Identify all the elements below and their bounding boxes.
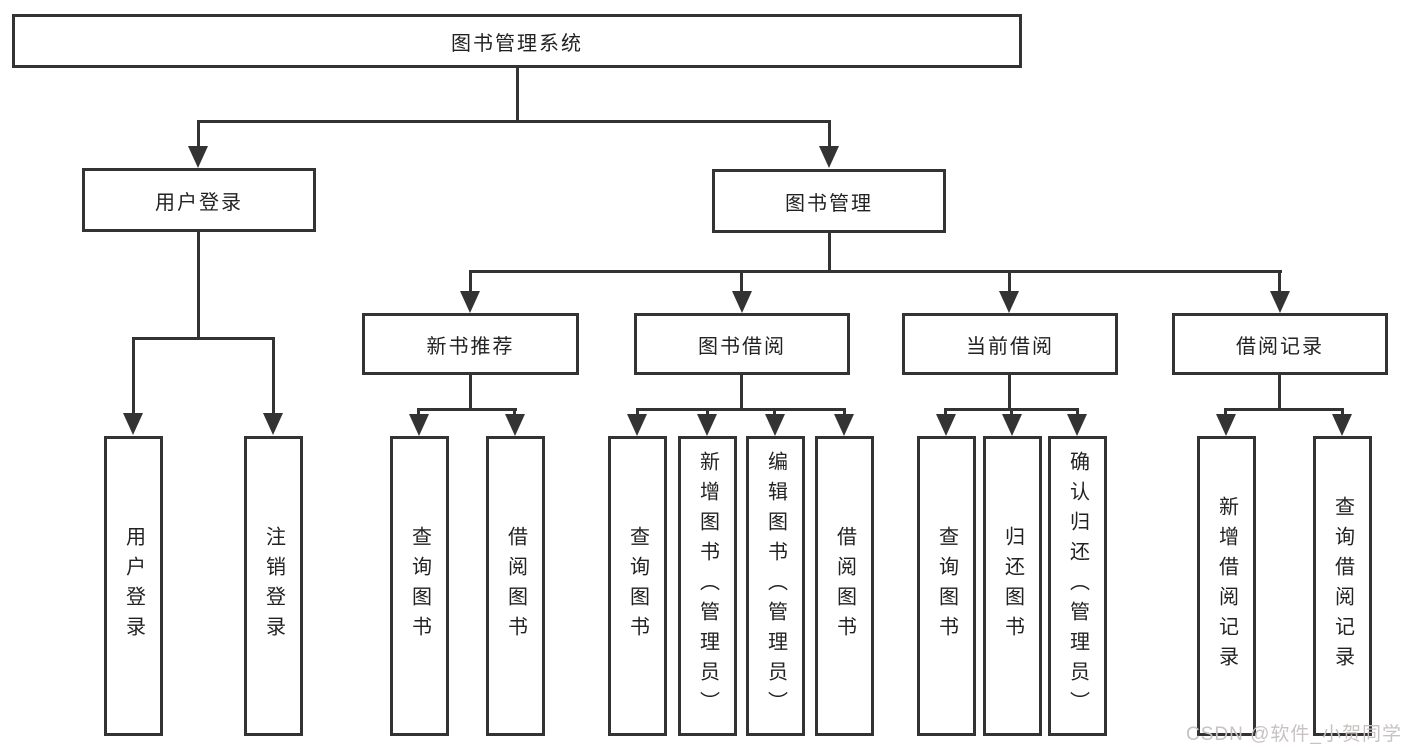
connector-current-borrow-stem [1008,375,1011,408]
leaf-add-book-admin: 新增图书（管理员） [678,436,737,736]
arrowhead-down-icon [697,414,717,436]
node-label: 新书推荐 [426,335,515,358]
arrowhead-down-icon [1216,414,1236,436]
node-label: 借阅记录 [1236,335,1324,358]
node-user-login: 用户登录 [82,168,316,232]
connector-drop-current-borrow [1008,270,1011,291]
leaf-borrow-books-borrow: 借阅图书 [815,436,874,736]
connector-drop-leaf [417,408,420,418]
node-label: 当前借阅 [966,335,1054,358]
arrowhead-down-icon [819,146,839,168]
connector-drop-leaf [1076,408,1079,418]
connector-book-borrow-stem [740,375,743,408]
arrowhead-down-icon [765,414,785,436]
leaf-label: 查询借阅记录 [1331,496,1354,676]
connector-new-book-recommend-stem [469,375,472,408]
leaf-query-borrow-record: 查询借阅记录 [1313,436,1372,736]
arrowhead-down-icon [834,414,854,436]
node-label: 图书借阅 [698,335,786,358]
node-label: 图书管理 [785,192,873,215]
node-label: 用户登录 [155,191,243,214]
connector-drop-new-book-recommend [469,270,472,291]
arrowhead-down-icon [263,413,283,435]
connector-drop-book-management [828,120,831,148]
leaf-label: 新增图书（管理员） [696,451,719,721]
arrowhead-down-icon [123,413,143,435]
arrowhead-down-icon [732,291,752,313]
leaf-label: 查询图书 [626,526,649,646]
connector-borrow-records-stem [1278,375,1281,408]
leaf-query-books-recommend: 查询图书 [390,436,449,736]
node-borrow-records: 借阅记录 [1172,313,1388,375]
connector-drop-leaf [1341,408,1344,418]
node-system-root: 图书管理系统 [12,14,1022,68]
leaf-return-book: 归还图书 [983,436,1042,736]
leaf-label: 确认归还（管理员） [1066,451,1089,721]
arrowhead-down-icon [1270,291,1290,313]
leaf-label: 查询图书 [408,526,431,646]
connector-drop-leaf-user-login [132,337,135,413]
connector-drop-leaf [773,408,776,418]
leaf-edit-book-admin: 编辑图书（管理员） [746,436,805,736]
leaf-query-books-borrow: 查询图书 [608,436,667,736]
arrowhead-down-icon [999,291,1019,313]
connector-borrow-records-bar [1224,408,1344,411]
node-book-management: 图书管理 [712,169,946,233]
arrowhead-down-icon [1067,414,1087,436]
node-current-borrow: 当前借阅 [902,313,1118,375]
leaf-borrow-books-recommend: 借阅图书 [486,436,545,736]
leaf-label: 新增借阅记录 [1215,496,1238,676]
arrowhead-down-icon [460,291,480,313]
leaf-logout: 注销登录 [244,436,303,736]
leaf-label: 借阅图书 [833,526,856,646]
leaf-add-borrow-record: 新增借阅记录 [1197,436,1256,736]
connector-drop-leaf [513,408,516,418]
leaf-confirm-return-admin: 确认归还（管理员） [1048,436,1107,736]
node-label: 图书管理系统 [451,32,583,55]
connector-drop-leaf [636,408,639,418]
leaf-label: 注销登录 [262,526,285,646]
node-book-borrow: 图书借阅 [634,313,850,375]
leaf-label: 用户登录 [122,526,145,646]
leaf-label: 编辑图书（管理员） [764,451,787,721]
connector-drop-book-borrow [740,270,743,291]
leaf-label: 查询图书 [935,526,958,646]
connector-user-login-stem [197,232,200,337]
leaf-label: 借阅图书 [504,526,527,646]
leaf-query-books-current: 查询图书 [917,436,976,736]
connector-level2-bar [197,120,831,123]
connector-drop-leaf [944,408,947,418]
leaf-label: 归还图书 [1001,526,1024,646]
connector-drop-user-login [197,120,200,148]
connector-drop-leaf [706,408,709,418]
node-new-book-recommend: 新书推荐 [362,313,579,375]
connector-drop-leaf [1010,408,1013,418]
arrowhead-down-icon [188,146,208,168]
arrowhead-down-icon [1332,414,1352,436]
connector-book-borrow-bar [636,408,846,411]
arrowhead-down-icon [505,414,525,436]
connector-drop-leaf [843,408,846,418]
csdn-watermark: CSDN @软件_小贺同学 [1186,724,1402,745]
arrowhead-down-icon [936,414,956,436]
leaf-user-login: 用户登录 [104,436,163,736]
arrowhead-down-icon [627,414,647,436]
connector-drop-leaf [1224,408,1227,418]
connector-user-login-bar [132,337,275,340]
connector-drop-borrow-records [1278,270,1281,291]
connector-book-management-stem [828,233,831,270]
connector-new-book-recommend-bar [417,408,517,411]
connector-drop-leaf-logout [272,337,275,413]
arrowhead-down-icon [1002,414,1022,436]
arrowhead-down-icon [409,414,429,436]
connector-level3-bar [469,270,1282,273]
connector-root-stem [516,68,519,120]
